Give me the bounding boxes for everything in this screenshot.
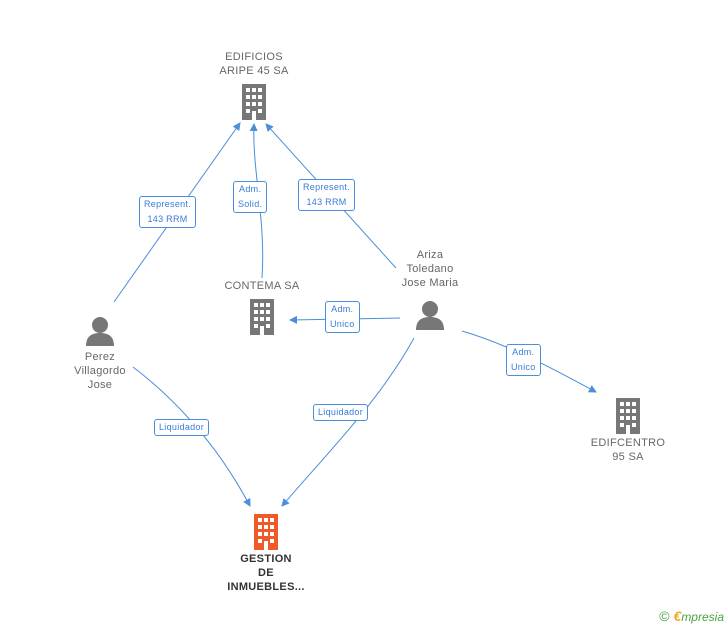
edge-label-line: Represent.: [144, 199, 192, 209]
edge-label-perez-edificios: Represent. 143 RRM: [139, 196, 197, 228]
edge-label-ariza-edifcentro: Adm. Unico: [506, 344, 541, 376]
person-icon: [416, 301, 444, 330]
node-edificios-aripe[interactable]: EDIFICIOS ARIPE 45 SA: [204, 50, 304, 120]
copyright-icon: ©: [659, 608, 670, 624]
edge-label-line: Adm.: [331, 304, 354, 314]
label-line: EDIFCENTRO: [590, 437, 666, 449]
edge-ariza-gestion: [281, 337, 415, 507]
node-contema[interactable]: CONTEMA SA: [212, 279, 312, 335]
label-line: INMUEBLES...: [227, 581, 305, 593]
label-line: EDIFICIOS: [225, 51, 283, 63]
edge-label-line: Adm.: [239, 184, 262, 194]
brand-initial: €: [673, 608, 682, 624]
label-line: DE: [258, 567, 274, 579]
edge-label-line: Solid.: [238, 199, 263, 209]
edge-label-ariza-gestion: Liquidador: [313, 404, 369, 421]
label-line: Jose: [87, 379, 113, 391]
node-label: EDIFCENTRO 95 SA: [591, 436, 666, 464]
node-ariza-toledano[interactable]: Ariza Toledano Jose Maria: [380, 248, 480, 330]
label-line: Toledano: [406, 263, 454, 275]
building-icon: [616, 398, 640, 434]
label-line: Jose Maria: [401, 277, 459, 289]
edge-label-line: Unico: [330, 319, 355, 329]
node-label: CONTEMA SA: [224, 279, 299, 293]
label-line: Ariza: [416, 249, 444, 261]
edge-label-line: Unico: [511, 362, 536, 372]
edge-label-line: Adm.: [512, 347, 535, 357]
label-line: Perez: [84, 351, 116, 363]
edge-label-line: Liquidador: [318, 407, 364, 417]
brand-logo[interactable]: © €mpresia: [659, 608, 724, 624]
edge-perez-gestion: [132, 366, 251, 507]
edge-label-perez-gestion: Liquidador: [154, 419, 210, 436]
node-gestion-inmuebles[interactable]: GESTION DE INMUEBLES...: [216, 514, 316, 594]
edge-label-line: 143 RRM: [306, 197, 347, 207]
edge-label-line: 143 RRM: [147, 214, 188, 224]
edge-label-ariza-contema: Adm. Unico: [325, 301, 360, 333]
label-line: Villagordo: [74, 365, 126, 377]
label-line: 95 SA: [612, 451, 644, 463]
building-icon: [242, 84, 266, 120]
building-icon: [254, 514, 278, 550]
edge-label-ariza-edificios: Represent. 143 RRM: [298, 179, 356, 211]
person-icon: [86, 317, 114, 346]
brand-name: mpresia: [681, 610, 724, 624]
node-label: GESTION DE INMUEBLES...: [227, 552, 305, 594]
edge-label-line: Represent.: [303, 182, 351, 192]
node-edifcentro[interactable]: EDIFCENTRO 95 SA: [578, 398, 678, 464]
node-label: Ariza Toledano Jose Maria: [402, 248, 459, 290]
edge-label-contema-edificios: Adm. Solid.: [233, 181, 268, 213]
label-line: CONTEMA SA: [224, 280, 300, 292]
label-line: GESTION: [240, 553, 292, 565]
label-line: ARIPE 45 SA: [219, 65, 289, 77]
node-label: Perez Villagordo Jose: [74, 350, 126, 392]
node-label: EDIFICIOS ARIPE 45 SA: [219, 50, 288, 78]
edge-label-line: Liquidador: [159, 422, 205, 432]
building-icon: [250, 299, 274, 335]
node-perez-villagordo[interactable]: Perez Villagordo Jose: [50, 316, 150, 392]
